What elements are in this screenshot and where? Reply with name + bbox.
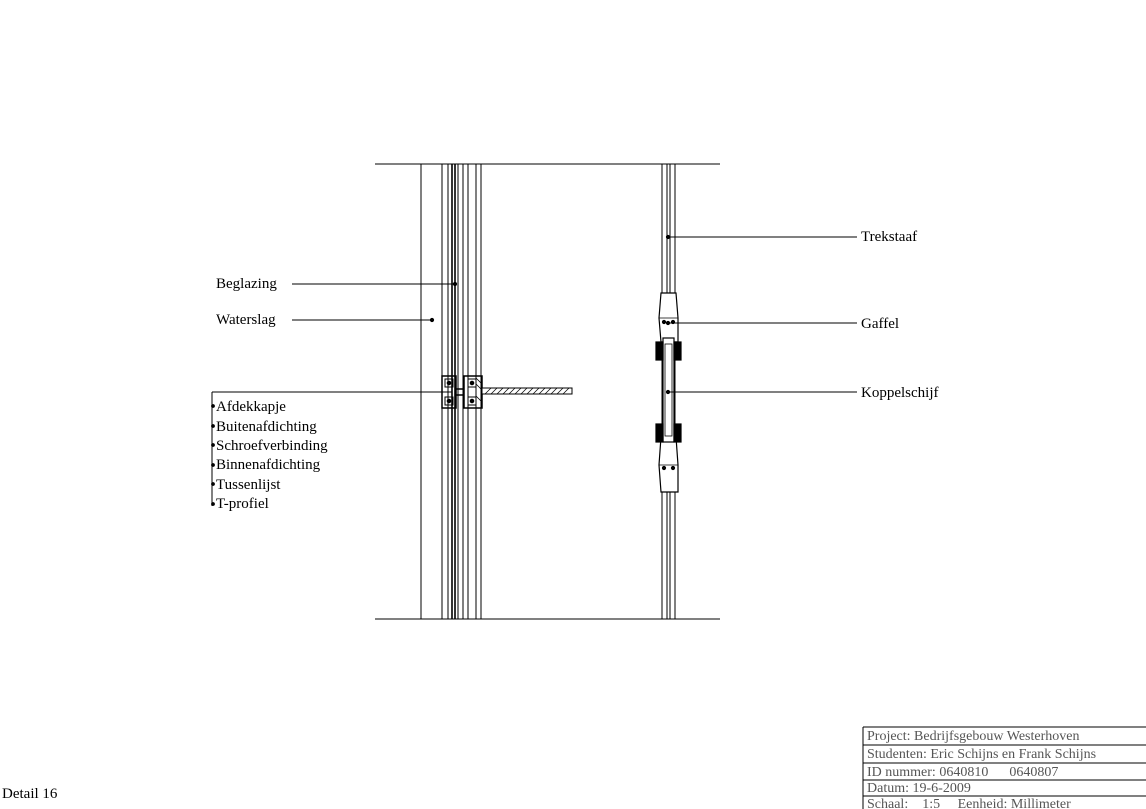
label-afdekkapje: Afdekkapje: [216, 399, 286, 415]
label-tussenlijst: Tussenlijst: [216, 477, 281, 493]
label-gaffel: Gaffel: [861, 316, 899, 332]
leaders-right: [665, 234, 857, 395]
label-koppelschijf: Koppelschijf: [861, 385, 938, 401]
title-id: ID nummer: 0640810 0640807: [867, 765, 1058, 780]
detail-label: Detail 16: [2, 786, 58, 802]
horizontal-member: [481, 387, 573, 395]
label-trekstaaf: Trekstaaf: [861, 229, 917, 245]
label-binnenafdichting: Binnenafdichting: [216, 457, 321, 473]
title-block: Project: Bedrijfsgebouw Westerhoven Stud…: [862, 726, 1146, 809]
title-studenten: Studenten: Eric Schijns en Frank Schijns: [867, 747, 1096, 762]
title-datum: Datum: 19-6-2009: [867, 781, 971, 796]
title-schaal: Schaal: 1:5 Eenheid: Millimeter: [867, 797, 1071, 809]
label-beglazing: Beglazing: [216, 276, 277, 292]
label-t-profiel: T-profiel: [216, 496, 269, 512]
label-waterslag: Waterslag: [216, 312, 276, 328]
title-project: Project: Bedrijfsgebouw Westerhoven: [867, 729, 1079, 744]
leaders-left: [211, 281, 458, 506]
label-schroefverbinding: Schroefverbinding: [216, 438, 328, 454]
label-buitenafdichting: Buitenafdichting: [216, 419, 317, 435]
